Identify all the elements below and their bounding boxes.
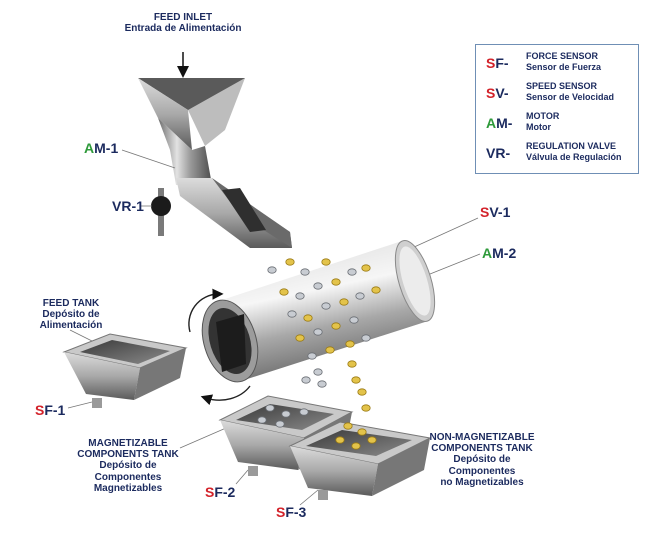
steel-component — [313, 368, 323, 376]
brass-component — [295, 334, 305, 342]
legend-en: REGULATION VALVE — [526, 141, 616, 151]
regulation-valve — [151, 188, 171, 236]
brass-component — [357, 428, 367, 436]
mag-tank-es3: Magnetizables — [93, 482, 163, 494]
brass-component — [339, 298, 349, 306]
feed-tank-es2: Alimentación — [39, 320, 103, 332]
brass-component — [351, 376, 361, 384]
brass-component — [345, 340, 355, 348]
nonmag-tank-en1: NON-MAGNETIZABLE — [429, 432, 535, 443]
legend-es: Motor — [526, 121, 551, 132]
brass-component — [347, 360, 357, 368]
rotation-arrow-top — [188, 288, 224, 333]
mag-tank-en2: COMPONENTS TANK — [77, 449, 179, 461]
steel-component — [313, 282, 323, 290]
steel-component — [265, 404, 275, 412]
am1-leader — [121, 149, 176, 169]
brass-component — [331, 278, 341, 286]
non-magnetizable-tank — [288, 421, 432, 500]
brass-component — [321, 258, 331, 266]
steel-component — [307, 352, 317, 360]
brass-component — [285, 258, 295, 266]
mag-tank-es1: Depósito de — [99, 460, 157, 472]
brass-component — [331, 322, 341, 330]
sv1-leader — [411, 217, 479, 249]
brass-component — [325, 346, 335, 354]
steel-component — [267, 266, 277, 274]
steel-component — [300, 268, 310, 276]
brass-component — [351, 442, 361, 450]
steel-component — [257, 416, 267, 424]
non-magnetizable-tank-label: NON-MAGNETIZABLE COMPONENTS TANK Depósit… — [418, 432, 546, 488]
components-group — [257, 258, 381, 450]
legend-code: SF- — [486, 55, 509, 71]
steel-component — [349, 316, 359, 324]
tag-vr-1: VR-1 — [112, 198, 144, 214]
nonmag-tank-es2: Componentes — [448, 465, 516, 477]
tag-am-2: AM-2 — [482, 245, 517, 261]
legend-en: FORCE SENSOR — [526, 51, 599, 61]
nonmag-tank-es1: Depósito de — [453, 454, 511, 466]
steel-component — [281, 410, 291, 418]
legend-es: Válvula de Regulación — [526, 151, 622, 162]
legend-en: SPEED SENSOR — [526, 81, 598, 91]
legend-code: VR- — [486, 145, 511, 161]
legend-es: Sensor de Fuerza — [526, 61, 602, 72]
steel-component — [295, 292, 305, 300]
legend-code: AM- — [486, 115, 513, 131]
feed-tank — [62, 333, 188, 408]
brass-component — [371, 286, 381, 294]
mag-tank-es2: Componentes — [94, 471, 162, 483]
steel-component — [301, 376, 311, 384]
brass-component — [361, 264, 371, 272]
feed-tank-en: FEED TANK — [42, 298, 100, 309]
sf3-leader — [299, 489, 319, 506]
steel-component — [355, 292, 365, 300]
feed-tank-es1: Depósito de — [42, 309, 100, 321]
steel-component — [287, 310, 297, 318]
nonmag-tank-es3: no Magnetizables — [440, 476, 524, 488]
mag-tank-en1: MAGNETIZABLE — [88, 438, 168, 449]
legend-code: SV- — [486, 85, 509, 101]
brass-component — [361, 404, 371, 412]
steel-component — [347, 268, 357, 276]
brass-component — [335, 436, 345, 444]
brass-component — [367, 436, 377, 444]
sf1-leader — [67, 401, 93, 409]
feed-tank-label: FEED TANK Depósito de Alimentación — [26, 298, 116, 332]
sf2-leader — [235, 469, 249, 485]
brass-component — [303, 314, 313, 322]
steel-component — [275, 420, 285, 428]
mag-tank-leader — [179, 427, 227, 449]
steel-component — [313, 328, 323, 336]
tag-sv-1: SV-1 — [480, 204, 511, 220]
feed-inlet-en: FEED INLET — [153, 12, 213, 23]
tag-sf-1: SF-1 — [35, 402, 66, 418]
brass-component — [279, 288, 289, 296]
legend-es: Sensor de Velocidad — [526, 91, 615, 102]
tag-sf-2: SF-2 — [205, 484, 236, 500]
magnetic-drum — [201, 240, 436, 383]
feed-inlet-label: FEED INLET Entrada de Alimentación — [118, 12, 248, 34]
nonmag-tank-en2: COMPONENTS TANK — [431, 443, 533, 455]
legend-en: MOTOR — [526, 111, 560, 121]
brass-component — [343, 422, 353, 430]
tag-am-1: AM-1 — [84, 140, 119, 156]
rotation-arrow-bottom — [200, 385, 251, 406]
steel-component — [317, 380, 327, 388]
magnetizable-tank-label: MAGNETIZABLE COMPONENTS TANK Depósito de… — [66, 438, 190, 494]
hopper — [138, 78, 292, 248]
steel-component — [299, 408, 309, 416]
tag-sf-3: SF-3 — [276, 504, 307, 520]
steel-component — [361, 334, 371, 342]
steel-component — [321, 302, 331, 310]
brass-component — [357, 388, 367, 396]
feed-inlet-es: Entrada de Alimentación — [124, 23, 242, 35]
